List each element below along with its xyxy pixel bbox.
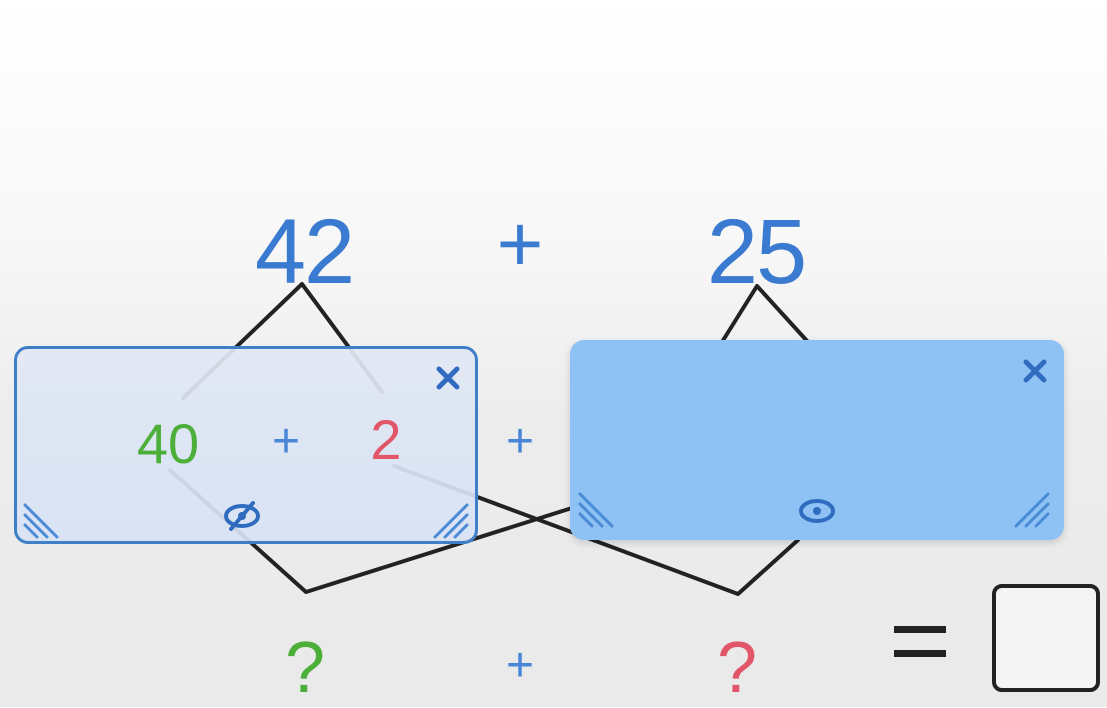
equals-sign [894, 626, 946, 657]
resize-grip-icon[interactable] [1012, 488, 1052, 528]
addend-two: 25 [706, 201, 807, 303]
combine-line-ones [392, 464, 800, 596]
top-plus-sign: + [496, 199, 544, 288]
right-decomposition-card[interactable] [570, 340, 1064, 540]
resize-grip-icon[interactable] [21, 499, 61, 539]
split-line-25 [720, 284, 810, 344]
close-icon[interactable] [1020, 356, 1050, 386]
card-plus-sign: + [271, 415, 301, 468]
eye-icon[interactable] [796, 496, 838, 526]
resize-grip-icon[interactable] [431, 499, 471, 539]
ones-part: 2 [370, 408, 402, 471]
tens-part: 40 [136, 412, 200, 475]
middle-plus-sign: + [505, 415, 535, 468]
eye-off-icon[interactable] [221, 501, 263, 531]
addend-one: 42 [254, 201, 355, 303]
resize-grip-icon[interactable] [576, 488, 616, 528]
answer-input-box[interactable] [992, 584, 1100, 692]
left-decomposition-card[interactable] [14, 346, 478, 544]
bottom-plus-sign: + [505, 639, 535, 692]
ones-sum-unknown: ? [716, 628, 758, 708]
close-icon[interactable] [433, 363, 463, 393]
tens-sum-unknown: ? [284, 628, 326, 708]
